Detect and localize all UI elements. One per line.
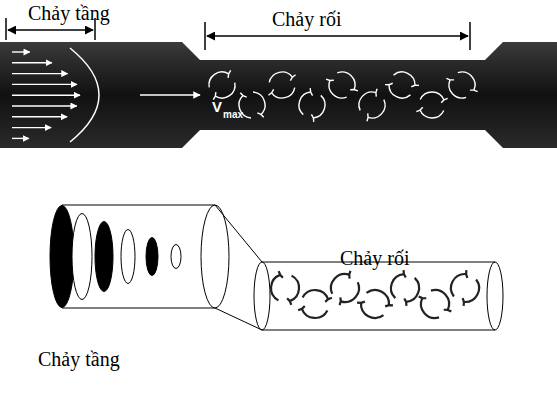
velocity-label: V: [212, 99, 222, 116]
eddy-head: [376, 89, 377, 97]
eddy-head: [350, 90, 358, 91]
eddy-head: [385, 305, 393, 306]
eddy-arc: [391, 274, 404, 298]
eddy-head: [325, 298, 332, 302]
velocity-arrow: [12, 105, 77, 106]
flow-ring: [50, 206, 74, 308]
flow-ring: [146, 238, 158, 276]
eddy-head: [385, 83, 393, 84]
eddy-head: [444, 310, 452, 312]
eddy-head: [441, 98, 447, 102]
flow-label: Chảy rối: [270, 8, 343, 30]
eddy-head: [463, 298, 464, 306]
eddy-arc: [269, 72, 292, 82]
eddy-arc: [406, 278, 419, 302]
eddy-head: [290, 75, 295, 81]
eddy-arc: [329, 80, 347, 98]
flow-label: Chảy tầng: [28, 2, 110, 24]
eddy-arc: [394, 72, 415, 85]
eddy-head: [404, 298, 406, 306]
eddy-head: [326, 79, 334, 80]
eddy-head: [416, 107, 422, 111]
pipe-3d: [62, 205, 503, 330]
velocity-arrow: [12, 94, 80, 95]
eddy-arc: [389, 85, 410, 98]
velocity-profile: [70, 48, 99, 142]
velocity-arrow: [12, 116, 67, 117]
flow-ring: [72, 214, 92, 300]
flow-label: Chảy tầng: [38, 348, 120, 370]
eddy-head: [367, 113, 368, 121]
eddy-head: [466, 270, 467, 278]
eddy-head: [228, 70, 231, 77]
eddy-arc: [361, 303, 383, 318]
eddy-arc: [303, 290, 329, 299]
eddy-arc: [253, 92, 265, 114]
eddy-arc: [421, 298, 439, 318]
eddy-head: [411, 85, 419, 86]
pipe-edge: [62, 205, 63, 308]
flow-ring: [95, 222, 113, 292]
eddy-head: [357, 302, 365, 303]
eddy-arc: [359, 92, 376, 110]
vmax-arrow: [140, 94, 200, 96]
eddy-arc: [331, 274, 349, 294]
velocity-arrow: [12, 73, 68, 74]
flow-ring: [171, 245, 181, 269]
eddy-head: [287, 298, 291, 305]
eddy-arc: [337, 72, 355, 90]
eddies: [271, 270, 479, 318]
eddy-head: [404, 270, 406, 278]
velocity-arrow: [12, 84, 77, 85]
eddy-arc: [341, 282, 359, 302]
eddy-arc: [449, 80, 466, 98]
eddy-head: [268, 89, 273, 95]
eddy-arc: [313, 95, 325, 118]
flow-ring: [121, 230, 135, 284]
eddy-head: [311, 114, 313, 121]
eddy-arc: [299, 92, 311, 115]
eddy-head: [349, 271, 350, 279]
eddy-head: [446, 78, 454, 80]
velocity-arrow: [12, 127, 51, 128]
pipe-section: [0, 42, 557, 148]
eddy-head: [419, 296, 427, 298]
eddy-head: [298, 306, 305, 310]
eddy-arc: [464, 280, 479, 302]
eddy-arc: [420, 110, 444, 118]
eddy-head: [310, 88, 312, 95]
eddy-head: [470, 90, 478, 92]
velocity-arrows: [12, 52, 80, 138]
velocity-label: max: [223, 109, 243, 120]
eddy-head: [340, 297, 341, 305]
velocity-arrow: [12, 51, 30, 52]
eddy-arc: [431, 290, 449, 310]
eddy-arc: [272, 88, 295, 98]
eddy-head: [257, 113, 263, 117]
eddy-arc: [458, 72, 475, 90]
velocity-arrow: [12, 138, 29, 139]
eddy-head: [240, 93, 246, 97]
flow-label: Chảy rối: [340, 247, 409, 269]
eddy-arc: [209, 72, 229, 87]
eddy-head: [279, 271, 283, 278]
eddies: [209, 70, 478, 122]
velocity-arrow: [12, 62, 52, 63]
eddy-arc: [290, 276, 299, 302]
laminar-rings: [50, 205, 181, 308]
eddy-arc: [302, 309, 328, 318]
eddy-arc: [451, 274, 466, 296]
eddy-arc: [420, 92, 444, 100]
eddy-arc: [215, 83, 235, 98]
eddy-arc: [368, 100, 385, 118]
eddy-arc: [367, 290, 389, 305]
eddy-arc: [271, 275, 280, 301]
